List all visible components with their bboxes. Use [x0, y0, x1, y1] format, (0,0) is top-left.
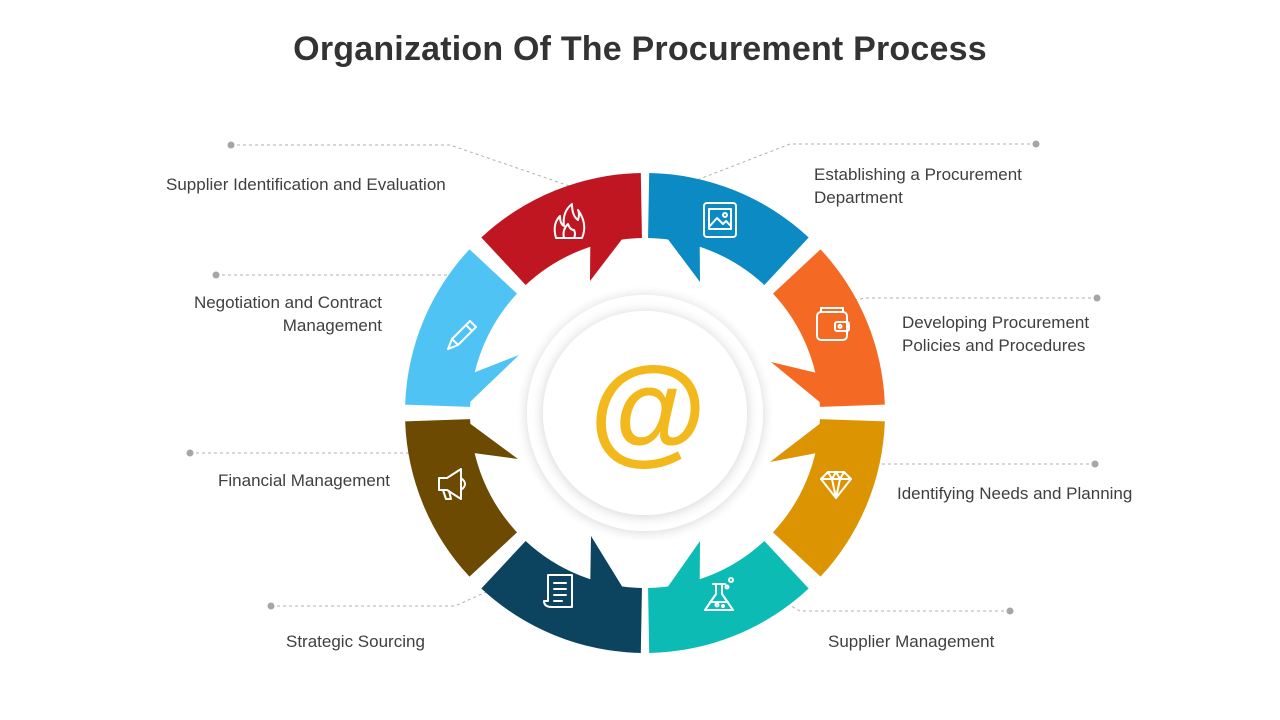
fire-icon [553, 203, 586, 239]
segment-pointer-supplier-management [666, 541, 700, 589]
segment-pointer-establishing-dept [666, 237, 700, 282]
segment-pointer-identifying-needs [770, 422, 822, 462]
wallet-icon [816, 307, 850, 341]
label-supplier-management: Supplier Management [828, 632, 995, 651]
connector-dot-developing-policies [1093, 294, 1101, 302]
segment-pointer-supplier-identification [590, 237, 624, 281]
document-icon [543, 574, 573, 608]
segment-developing-policies [772, 249, 885, 407]
label-developing-policies: Developing Procurement Policies and Proc… [902, 313, 1090, 355]
connector-dot-establishing-dept [1032, 140, 1040, 148]
center-hub: @ [527, 295, 763, 531]
segment-icons [438, 202, 852, 611]
label-supplier-identification: Supplier Identification and Evaluation [166, 175, 446, 194]
connector-lines [186, 140, 1101, 615]
page-title: Organization Of The Procurement Process [293, 30, 987, 68]
connector-dot-strategic-sourcing [267, 602, 275, 610]
diamond-icon [820, 471, 852, 499]
label-establishing-dept: Establishing a Procurement Department [814, 165, 1022, 207]
flask-icon [704, 577, 734, 611]
segment-pointer-developing-policies [771, 362, 822, 404]
segment-supplier-identification [481, 173, 642, 286]
segment-supplier-management [648, 540, 809, 653]
segment-pointer-financial-management [468, 422, 518, 459]
connector-dot-financial-management [186, 449, 194, 457]
segment-pointer-negotiation-contract [468, 355, 519, 404]
connector-developing-policies [854, 297, 1097, 301]
connector-supplier-identification [231, 144, 591, 194]
at-symbol-icon: @ [589, 342, 706, 476]
label-strategic-sourcing: Strategic Sourcing [286, 632, 425, 651]
segment-strategic-sourcing [481, 540, 642, 653]
image-icon [703, 202, 737, 238]
connector-dot-supplier-identification [227, 141, 235, 149]
label-identifying-needs: Identifying Needs and Planning [897, 484, 1133, 503]
megaphone-icon [438, 468, 466, 500]
segment-negotiation-contract [405, 249, 518, 407]
segment-pointer-strategic-sourcing [590, 536, 624, 589]
connector-dot-supplier-management [1006, 607, 1014, 615]
connector-dot-negotiation-contract [212, 271, 220, 279]
label-negotiation-contract: Negotiation and Contract Management [193, 293, 382, 335]
connector-establishing-dept [696, 143, 1036, 181]
connector-dot-identifying-needs [1091, 460, 1099, 468]
segment-identifying-needs [772, 419, 885, 577]
pencil-icon [447, 320, 477, 350]
label-financial-management: Financial Management [218, 471, 390, 490]
